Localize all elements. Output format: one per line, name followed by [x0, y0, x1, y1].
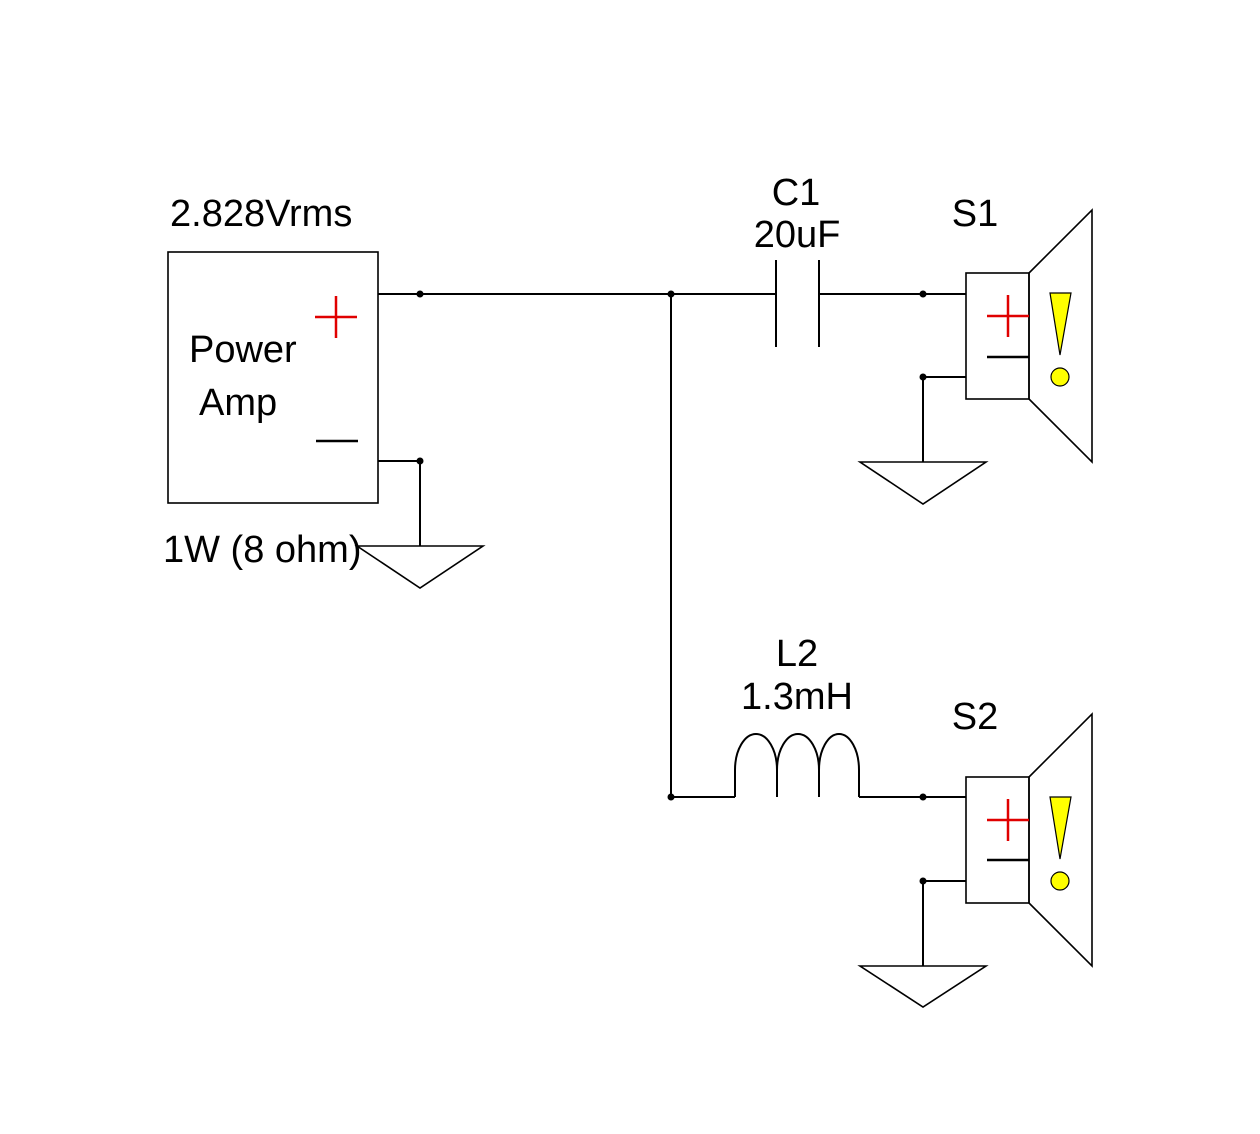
ground-icon — [857, 461, 989, 505]
node-dot — [919, 793, 927, 801]
node-dot — [919, 290, 927, 298]
c1-value-label: 20uF — [754, 214, 841, 256]
speaker-icon: S2 — [952, 696, 1093, 968]
ground-icon — [354, 545, 486, 589]
node-dot — [919, 877, 927, 885]
l2-value-label: 1.3mH — [741, 676, 853, 718]
wire-amp-ground — [378, 460, 421, 546]
amp-power-label: 1W (8 ohm) — [163, 529, 361, 571]
l2-ref-label: L2 — [776, 633, 818, 675]
ground-icon — [857, 965, 989, 1008]
node-dot — [416, 290, 424, 298]
s2-ref-label: S2 — [952, 696, 998, 738]
power-amp-box — [167, 251, 379, 504]
capacitor-c1: C1 20uF — [754, 172, 841, 347]
amp-voltage-label: 2.828Vrms — [170, 193, 352, 235]
warning-exclamation-icon — [1049, 292, 1072, 387]
speaker-s2-body — [965, 776, 1030, 904]
node-dot — [667, 290, 675, 298]
amp-name-line2: Amp — [199, 382, 277, 424]
power-amp: 2.828Vrms Power Amp 1W (8 ohm) — [163, 193, 379, 571]
wire-s1-ground — [922, 376, 966, 462]
inductor-coil — [734, 733, 860, 797]
speaker-icon: S1 — [952, 193, 1093, 464]
inductor-l2: L2 1.3mH — [734, 633, 860, 797]
s1-ref-label: S1 — [952, 193, 998, 235]
c1-ref-label: C1 — [772, 172, 821, 214]
wiring — [378, 290, 966, 966]
amp-name-line1: Power — [189, 329, 297, 371]
warning-exclamation-icon — [1049, 796, 1072, 891]
node-dot — [416, 457, 424, 465]
node-dot — [667, 793, 675, 801]
node-dot — [919, 373, 927, 381]
speaker-s1-body — [965, 272, 1030, 400]
wire-s2-ground — [922, 880, 966, 966]
